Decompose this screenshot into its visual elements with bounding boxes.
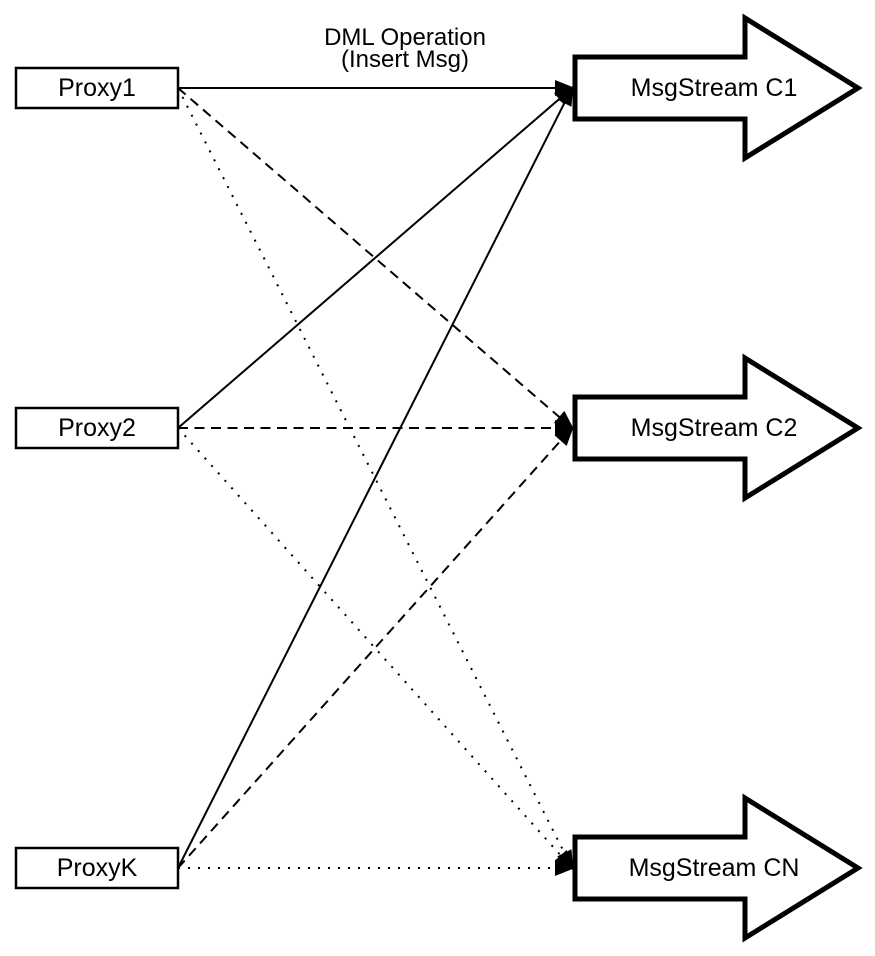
proxy2-box xyxy=(14,406,180,450)
connector-proxyk-msgstream-c1 xyxy=(177,85,574,869)
stream-shapes xyxy=(572,13,863,943)
connector-proxy1-msgstream-c2 xyxy=(177,87,575,430)
msgstream-c1-label: MsgStream C1 xyxy=(631,74,798,102)
dml-operation-annotation-line1: DML Operation xyxy=(324,24,486,51)
proxy1-label: Proxy1 xyxy=(58,74,136,102)
msgstream-c2-label: MsgStream C2 xyxy=(631,414,798,442)
dml-operation-annotation-line2: (Insert Msg) xyxy=(341,46,469,73)
connectors xyxy=(177,80,575,876)
proxyk-box xyxy=(14,846,180,890)
connector-proxyk-msgstream-c2 xyxy=(177,425,575,869)
proxy1-box xyxy=(14,66,180,110)
proxy-shapes xyxy=(14,66,180,890)
proxy2-label: Proxy2 xyxy=(58,414,136,442)
msgstream-cn-label: MsgStream CN xyxy=(629,854,800,882)
msgstream-cn-block-arrow xyxy=(572,793,863,943)
connector-proxy2-msgstream-c1 xyxy=(177,86,575,429)
msgstream-c1-block-arrow xyxy=(572,13,863,163)
msgstream-c2-block-arrow xyxy=(572,353,863,503)
proxyk-label: ProxyK xyxy=(57,854,138,882)
